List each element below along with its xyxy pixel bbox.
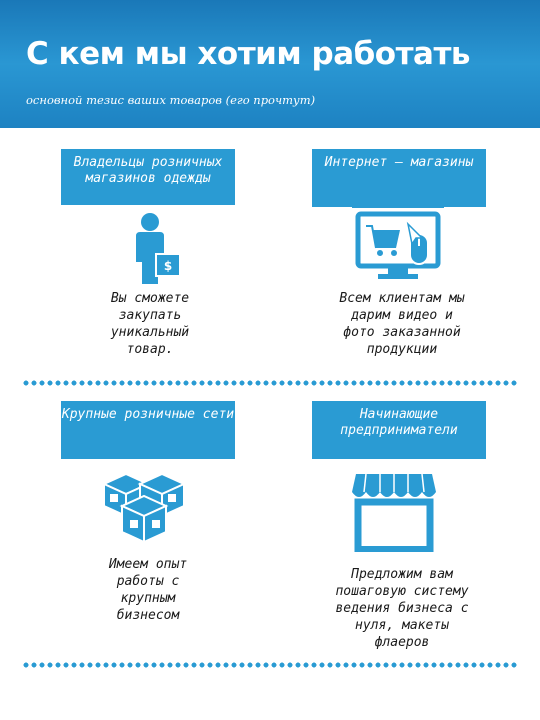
- page-title: С кем мы хотим работать: [26, 36, 471, 72]
- card-desc-online-shops: Всем клиентам мы дарим видео и фото зака…: [339, 291, 465, 357]
- card-label-online-shops: Интернет – магазины: [312, 149, 486, 207]
- card-label-beginners: Начинающие предприниматели: [312, 401, 486, 459]
- person-with-money-icon: $: [136, 213, 181, 284]
- page-subtitle: основной тезис ваших товаров (его прочту…: [26, 93, 316, 107]
- online-shop-monitor-icon: [352, 204, 444, 279]
- header-banner: С кем мы хотим работать основной тезис в…: [0, 0, 540, 128]
- card-label-text: Крупные розничные сети: [61, 407, 235, 422]
- dotted-divider: [22, 662, 518, 668]
- svg-text:$: $: [164, 259, 172, 273]
- storefront-icon: [352, 473, 436, 552]
- card-desc-large-retail: Имеем опыт работы с крупным бизнесом: [108, 557, 188, 623]
- card-desc-retail-clothing: Вы сможете закупать уникальный товар.: [110, 291, 190, 357]
- boxes-icon: [101, 472, 187, 544]
- card-desc-beginners: Предложим вам пошаговую систему ведения …: [335, 567, 469, 650]
- card-label-large-retail: Крупные розничные сети: [61, 401, 235, 459]
- card-label-text: Интернет – магазины: [324, 155, 474, 170]
- dotted-divider: [22, 380, 518, 386]
- card-label-text: Владельцы розничных магазинов одежды: [73, 155, 223, 186]
- card-label-retail-clothing: Владельцы розничных магазинов одежды: [61, 149, 235, 205]
- card-label-text: Начинающие предприниматели: [340, 407, 458, 438]
